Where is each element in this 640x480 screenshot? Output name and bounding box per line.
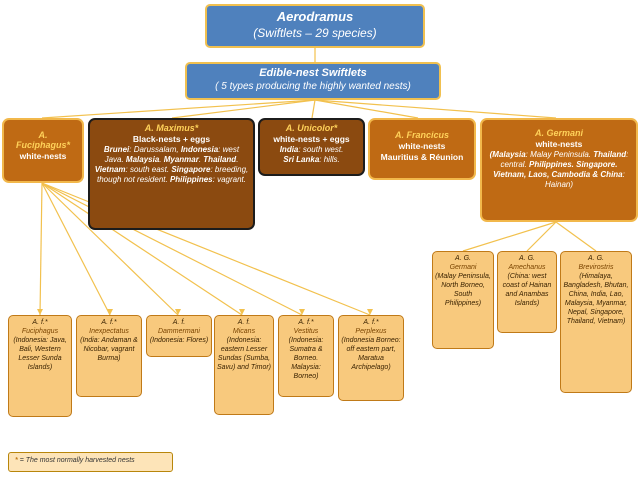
sub-fuciphagus-micans: A. f. Micans (Indonesia: eastern Lesser … xyxy=(214,315,274,415)
sub-range: (India: Andaman & Nicobar, vagrant Burma… xyxy=(80,337,138,362)
sub-range: (Himalaya, Bangladesh, Bhutan, China, In… xyxy=(563,273,629,325)
sub-name: A. f.* xyxy=(101,319,117,326)
sub-subspecies: Brevirostris xyxy=(578,264,614,271)
legend-star: * xyxy=(15,457,18,464)
francicus-name: A. Francicus xyxy=(394,130,450,140)
sub-subspecies: Micans xyxy=(232,328,256,335)
root-title: Aerodramus xyxy=(276,9,354,24)
sub-range: (Malay Peninsula, North Borneo, South Ph… xyxy=(435,273,491,307)
sub-range: (Indonesia: Java, Bali, Western Lesser S… xyxy=(13,337,67,371)
sub-fuciphagus-vestitus: A. f.* Vestitus (Indonesia: Sumatra & Bo… xyxy=(278,315,334,397)
node-maximus: A. Maximus* Black-nests + eggs Brunei: D… xyxy=(88,118,255,230)
sub-subspecies: Dammermani xyxy=(157,328,200,335)
edible-title: Edible-nest Swiftlets xyxy=(259,67,367,79)
germani-range: (Malaysia: Malay Peninsula. Thailand: ce… xyxy=(489,150,629,189)
sub-fuciphagus-inexpectatus: A. f.* Inexpectatus (India: Andaman & Ni… xyxy=(76,315,142,397)
fuciphagus-name-a: A. xyxy=(38,130,48,140)
maximus-name: A. Maximus* xyxy=(144,123,199,133)
legend-text: = The most normally harvested nests xyxy=(19,457,135,464)
unicolor-nest: white-nests + eggs xyxy=(273,134,350,144)
sub-germani-brevirostris: A. G. Brevirostris (Himalaya, Bangladesh… xyxy=(560,251,632,393)
sub-name: A. G. xyxy=(519,255,535,262)
fuciphagus-nest: white-nests xyxy=(19,151,67,161)
sub-subspecies: Vestitus xyxy=(293,328,319,335)
root-node: Aerodramus (Swiftlets – 29 species) xyxy=(205,4,425,48)
node-fuciphagus: A. Fuciphagus* white-nests xyxy=(2,118,84,183)
node-francicus: A. Francicus white-nests Mauritius & Réu… xyxy=(368,118,476,180)
sub-name: A. f.* xyxy=(32,319,48,326)
sub-subspecies: Perplexus xyxy=(355,328,387,335)
node-germani: A. Germani white-nests (Malaysia: Malay … xyxy=(480,118,638,222)
sub-range: (Indonesia: eastern Lesser Sundas (Sumba… xyxy=(217,337,272,371)
sub-range: (China: west coast of Hainan and Anambas… xyxy=(502,273,552,307)
francicus-range: Mauritius & Réunion xyxy=(380,152,464,162)
sub-range: (Indonesia: Flores) xyxy=(149,337,209,344)
sub-fuciphagus-perplexus: A. f.* Perplexus (Indonesia Borneo: off … xyxy=(338,315,404,401)
edible-node: Edible-nest Swiftlets ( 5 types producin… xyxy=(185,62,441,100)
sub-range: (Indonesia Borneo: off eastern part, Mar… xyxy=(341,337,401,371)
sub-fuciphagus-dammermani: A. f. Dammermani (Indonesia: Flores) xyxy=(146,315,212,357)
edible-subtitle: ( 5 types producing the highly wanted ne… xyxy=(215,81,411,92)
maximus-range: Brunei: Darussalam, Indonesia: west Java… xyxy=(94,145,249,184)
fuciphagus-name-b: Fuciphagus* xyxy=(15,140,70,150)
sub-range: (Indonesia: Sumatra & Borneo. Malaysia: … xyxy=(288,337,324,380)
unicolor-name: A. Unicolor* xyxy=(285,123,338,133)
sub-subspecies: Amechanus xyxy=(508,264,546,271)
sub-name: A. G. xyxy=(455,255,471,262)
sub-subspecies: Germani xyxy=(449,264,477,271)
sub-name: A. f. xyxy=(237,319,251,326)
unicolor-range: India: south west. Sri Lanka: hills. xyxy=(279,145,344,164)
sub-germani-germani: A. G. Germani (Malay Peninsula, North Bo… xyxy=(432,251,494,349)
sub-name: A. f.* xyxy=(298,319,314,326)
sub-germani-amechanus: A. G. Amechanus (China: west coast of Ha… xyxy=(497,251,557,333)
node-unicolor: A. Unicolor* white-nests + eggs India: s… xyxy=(258,118,365,176)
francicus-nest: white-nests xyxy=(398,141,446,151)
germani-name: A. Germani xyxy=(534,128,583,138)
sub-name: A. f.* xyxy=(363,319,379,326)
germani-nest: white-nests xyxy=(535,139,583,149)
sub-name: A. G. xyxy=(588,255,604,262)
sub-subspecies: Inexpectatus xyxy=(89,328,129,335)
maximus-nest: Black-nests + eggs xyxy=(132,134,211,144)
legend: * = The most normally harvested nests xyxy=(8,452,173,472)
root-subtitle: (Swiftlets – 29 species) xyxy=(253,26,377,40)
sub-name: A. f. xyxy=(172,319,186,326)
sub-subspecies: Fuciphagus xyxy=(21,328,59,335)
sub-fuciphagus-fuciphagus: A. f.* Fuciphagus (Indonesia: Java, Bali… xyxy=(8,315,72,417)
